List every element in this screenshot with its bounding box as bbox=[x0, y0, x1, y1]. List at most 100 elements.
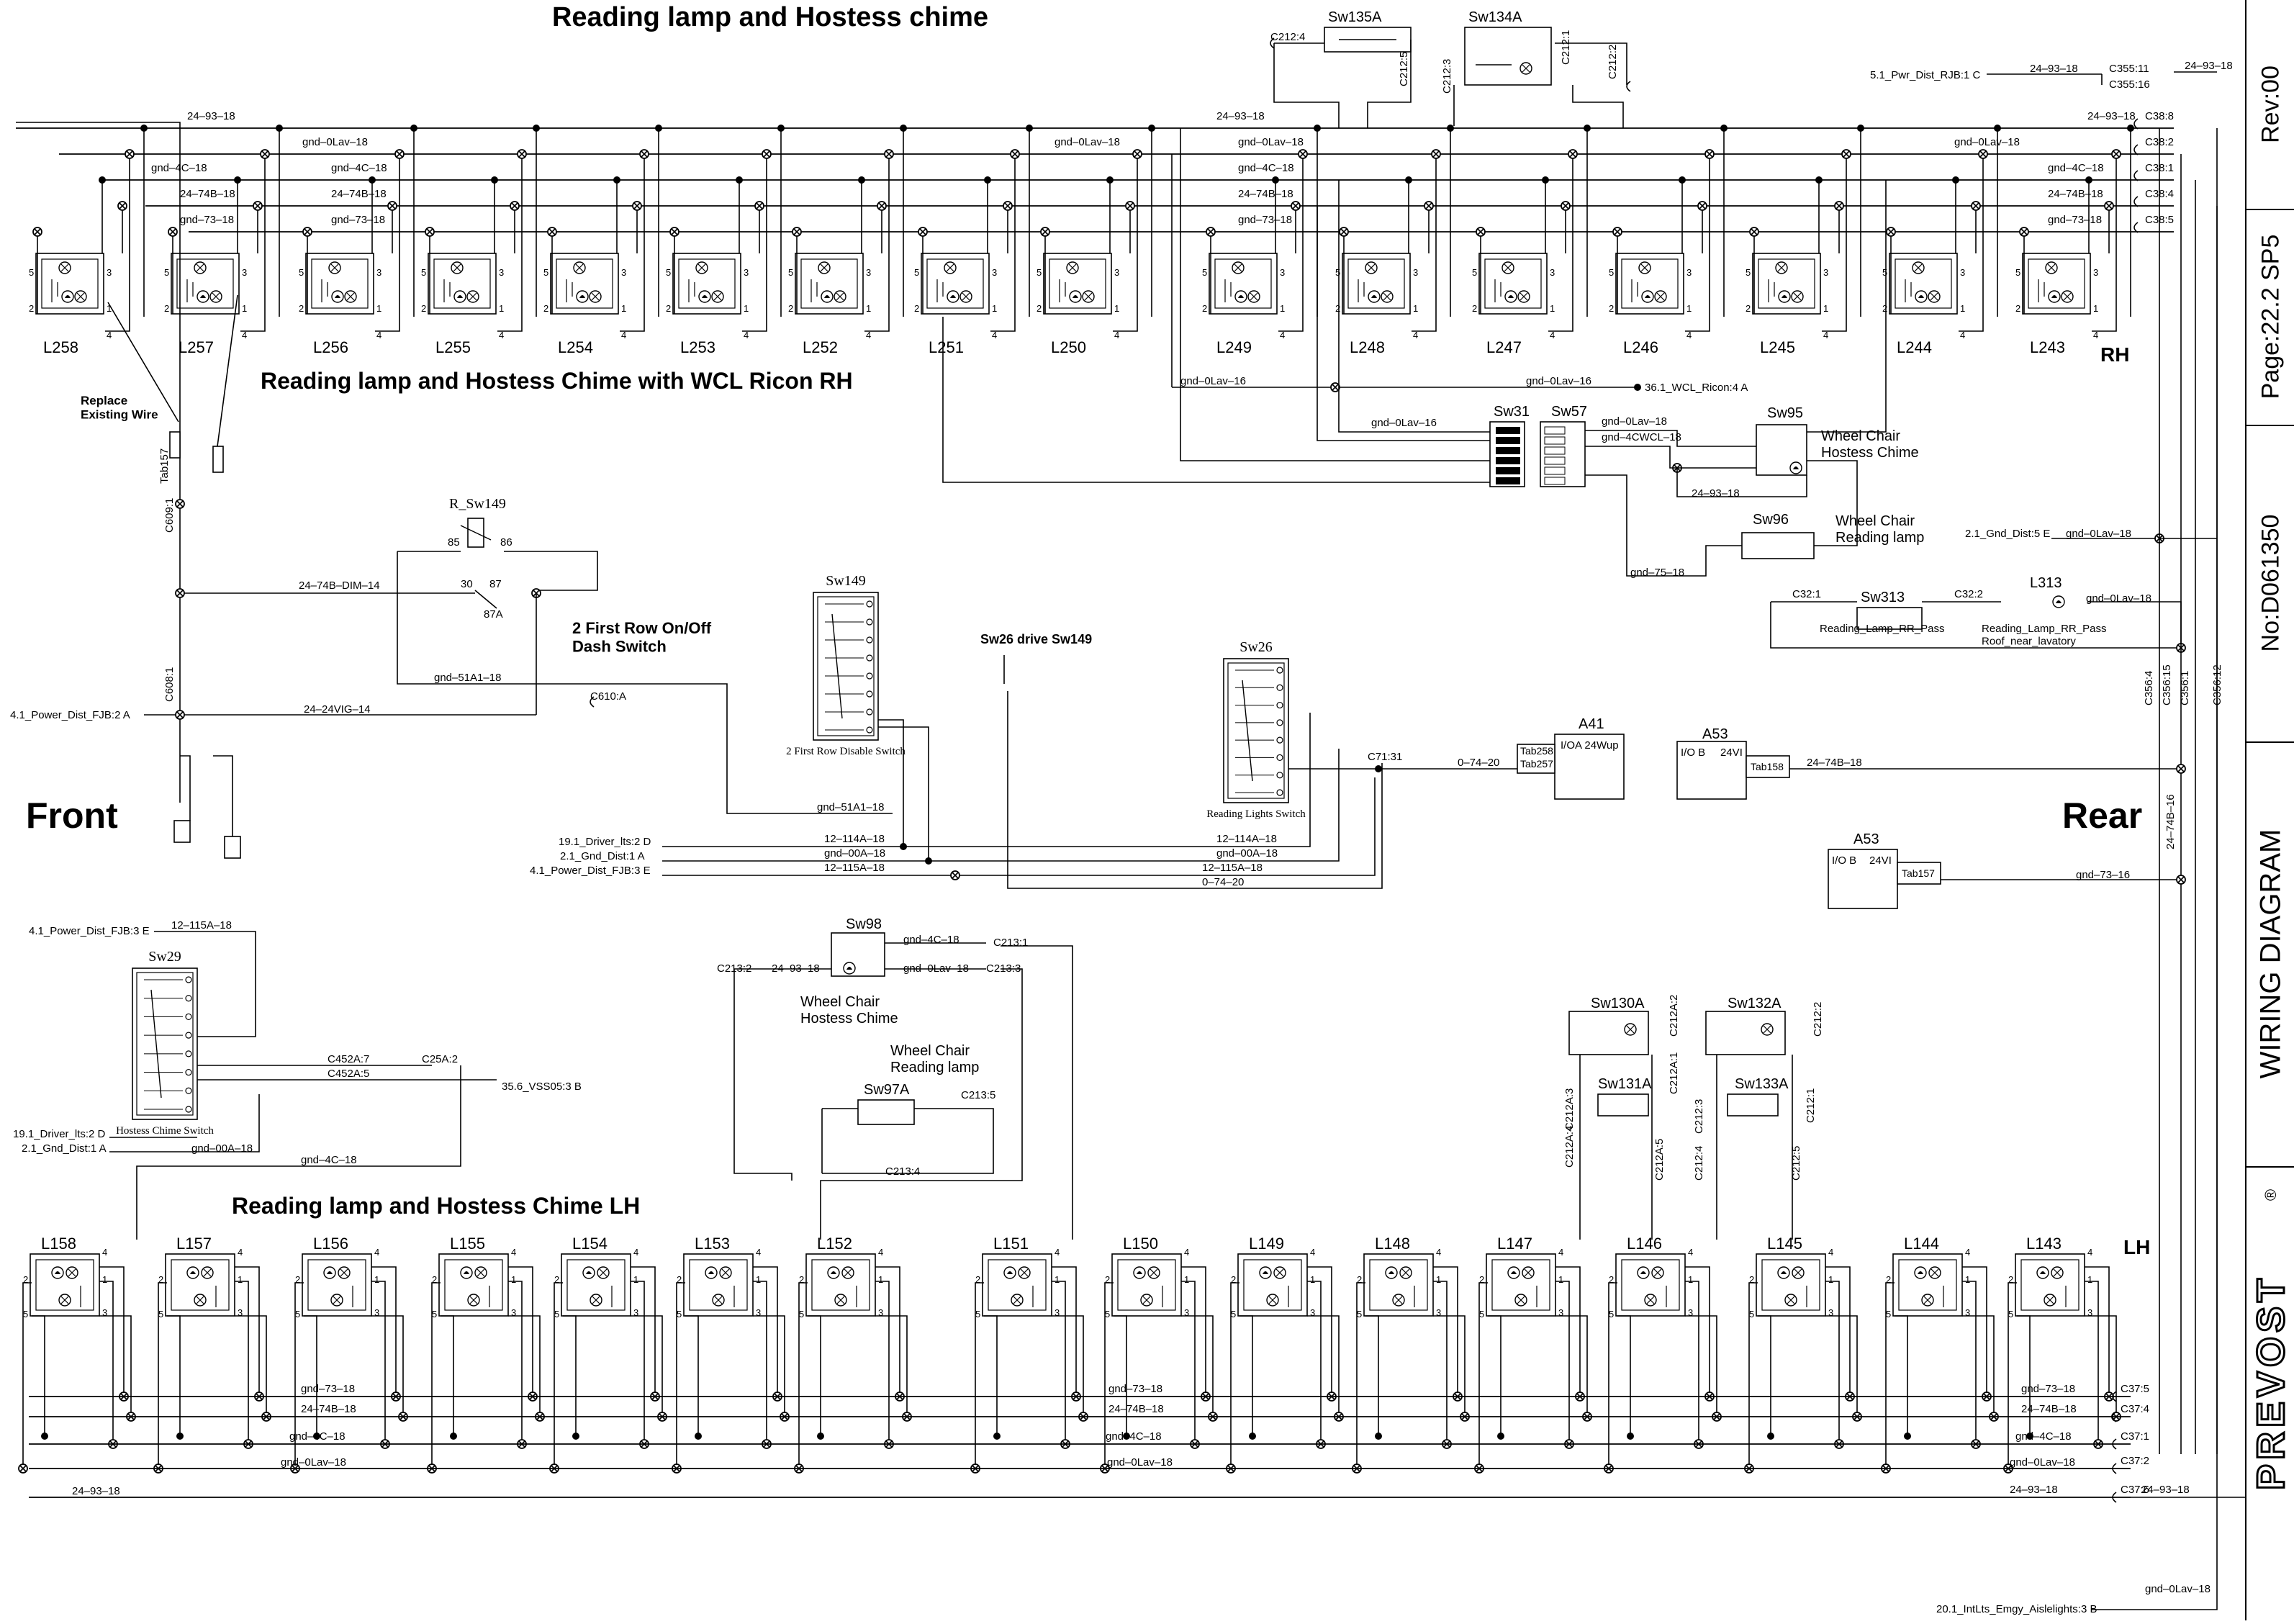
splice-cross bbox=[1477, 228, 1484, 235]
pin-label: 1 bbox=[376, 303, 381, 314]
revision-label: Rev:00 bbox=[2257, 66, 2285, 143]
switch-inner bbox=[136, 972, 194, 1116]
connector-tag: C212A:2 bbox=[1668, 995, 1680, 1037]
sw131a-body bbox=[1597, 1093, 1649, 1116]
wire-label: gnd–51A1–18 bbox=[434, 672, 501, 684]
rh-bus-wire-label: gnd–4C–18 bbox=[331, 162, 387, 174]
wire bbox=[1807, 460, 1858, 546]
pin-label: 5 bbox=[1202, 267, 1207, 278]
lamp-drop-wire bbox=[371, 1281, 386, 1444]
splice-cross bbox=[919, 228, 926, 235]
chime-icon bbox=[1504, 290, 1517, 303]
lh-bus-wire-label: gnd–4C–18 bbox=[1106, 1430, 1162, 1443]
wire bbox=[878, 719, 904, 847]
switch-pin bbox=[1276, 772, 1283, 779]
pin-label: 1 bbox=[1436, 1274, 1441, 1285]
lh-lamp-label: L150 bbox=[1123, 1235, 1158, 1253]
chime-bell bbox=[950, 295, 956, 298]
sw95-label: Sw95 bbox=[1767, 405, 1803, 421]
lamp-drop-wire bbox=[1885, 1282, 1895, 1469]
lamp-x bbox=[196, 1296, 204, 1304]
lamp-x bbox=[1524, 1268, 1532, 1277]
title-rh-section: Reading lamp and Hostess Chime with WCL … bbox=[261, 368, 853, 394]
lamp-drop-wire bbox=[1962, 1281, 1977, 1444]
splice-cross bbox=[633, 202, 641, 209]
splice-cross bbox=[396, 150, 403, 158]
pin-label: 3 bbox=[1686, 267, 1692, 278]
rh-bus-wire-label: 24–74B–18 bbox=[1238, 188, 1293, 200]
lh-connector-arrow bbox=[2112, 1463, 2117, 1474]
pin-label: 2 bbox=[158, 1274, 163, 1285]
lh-connector-tag: C37:4 bbox=[2121, 1403, 2149, 1415]
pin-label: 3 bbox=[1114, 267, 1119, 278]
chime-icon bbox=[843, 962, 856, 975]
chime-bell bbox=[1007, 1271, 1013, 1274]
lamp-drop-wire bbox=[235, 1266, 260, 1397]
chime-bell bbox=[1645, 295, 1650, 298]
rh-lamp-label: L243 bbox=[2030, 338, 2065, 356]
pin-label: 2 bbox=[299, 303, 304, 314]
connector-tag: C212:2 bbox=[1812, 1002, 1824, 1037]
pin-label: 5 bbox=[1886, 1309, 1891, 1320]
rh-lamp-label: L258 bbox=[43, 338, 78, 356]
pin-label: 3 bbox=[1823, 267, 1828, 278]
splice-cross bbox=[1207, 228, 1214, 235]
wire bbox=[1585, 446, 1756, 469]
connector-tag: C71:31 bbox=[1368, 751, 1402, 763]
pin-label: 1 bbox=[1828, 1274, 1833, 1285]
chime-icon bbox=[323, 1266, 336, 1279]
lamp-drop-wire bbox=[32, 1315, 45, 1436]
sw133a-label: Sw133A bbox=[1735, 1076, 1789, 1092]
rh-bus-wire-label: 24–93–18 bbox=[2030, 63, 2078, 75]
brand-logo: PREVOST bbox=[2249, 1273, 2294, 1491]
pin-label: 2 bbox=[295, 1274, 300, 1285]
lamp-bulb-icon bbox=[834, 1294, 847, 1307]
wire bbox=[1338, 180, 1490, 433]
pin-label: 2 bbox=[1037, 303, 1042, 314]
relay-pin: 86 bbox=[500, 536, 512, 549]
wire bbox=[1676, 468, 1807, 497]
lamp-bulb-icon bbox=[201, 1266, 214, 1279]
lamp-x bbox=[1794, 1268, 1802, 1277]
chime-bell bbox=[1793, 466, 1799, 469]
pin-label: 4 bbox=[1960, 330, 1965, 340]
pin-label: 3 bbox=[242, 267, 247, 278]
rh-lamp-label: L249 bbox=[1216, 338, 1252, 356]
pin-label: 1 bbox=[374, 1274, 379, 1285]
wire bbox=[1585, 474, 1742, 577]
chime-bell bbox=[335, 295, 340, 298]
lamp-drop-wire bbox=[631, 1315, 663, 1417]
splice-node bbox=[175, 710, 185, 720]
lamp-bulb-icon bbox=[58, 261, 71, 274]
pin-label: 4 bbox=[621, 330, 626, 340]
switch-toggle bbox=[150, 989, 162, 1099]
rh-bus-wire-label: 24–93–18 bbox=[187, 110, 235, 122]
switch-toggle bbox=[1242, 680, 1253, 782]
junction-dot bbox=[572, 1433, 579, 1440]
splice-cross bbox=[1332, 384, 1339, 391]
junction-dot bbox=[1148, 125, 1155, 132]
lamp-drop-wire bbox=[1181, 1315, 1214, 1417]
junction-dot bbox=[234, 176, 241, 184]
pin-label: 1 bbox=[1550, 303, 1555, 314]
splice-node bbox=[1298, 149, 1308, 159]
external-ref: 2.1_Gnd_Dist:1 A bbox=[22, 1142, 107, 1155]
chime-icon bbox=[698, 290, 711, 303]
lamp-bulb-icon bbox=[194, 261, 207, 274]
splice-cross bbox=[1134, 150, 1141, 158]
lamp-drop-wire bbox=[2092, 154, 2117, 332]
lamp-x bbox=[346, 292, 355, 301]
pin-label: 5 bbox=[1472, 267, 1477, 278]
switch-pin bbox=[866, 636, 873, 644]
splice-cross bbox=[126, 150, 133, 158]
junction-dot bbox=[1026, 125, 1033, 132]
splice-node bbox=[1561, 201, 1571, 211]
